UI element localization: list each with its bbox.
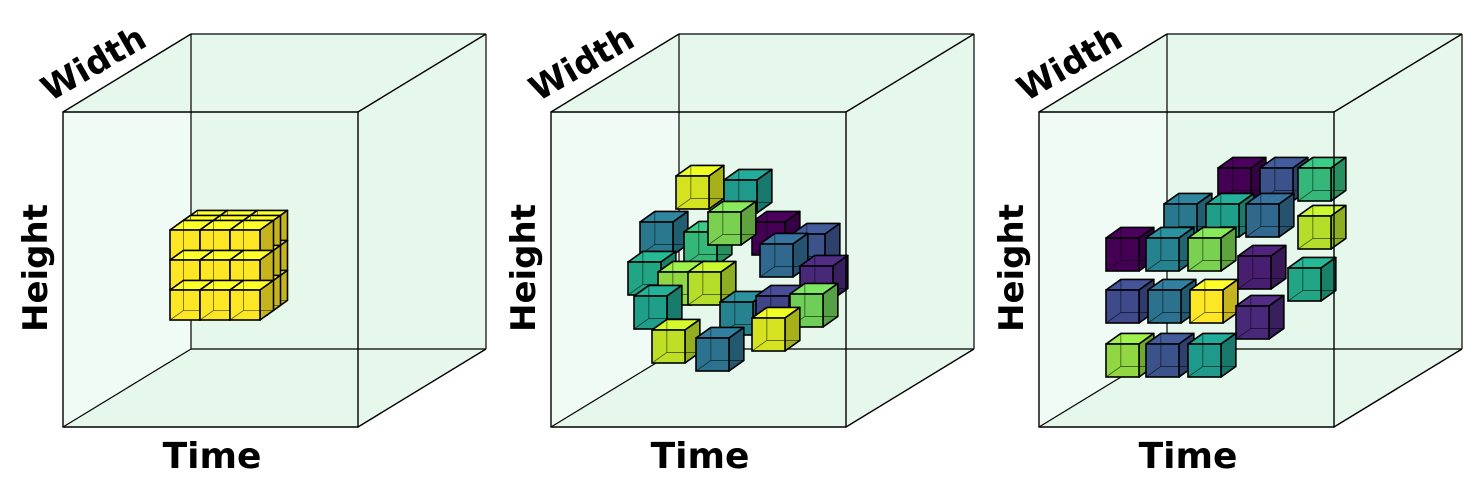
height-label-2: Height — [992, 204, 1032, 332]
panel-compact — [62, 33, 487, 428]
voxel-cube — [639, 210, 689, 256]
voxel-cube — [695, 326, 745, 372]
time-label-1: Time — [651, 436, 750, 477]
voxel-cube — [675, 164, 725, 210]
voxel-cube — [1145, 332, 1195, 378]
time-label-0: Time — [163, 436, 262, 477]
voxel-cube — [707, 200, 757, 246]
voxel-cube — [1105, 226, 1155, 272]
voxel-cube — [1297, 204, 1347, 250]
voxel-cube — [1287, 256, 1337, 302]
voxel-cube — [1235, 294, 1285, 340]
voxel-cube — [1187, 332, 1237, 378]
voxel-cube — [751, 306, 801, 352]
volume-front-edges — [550, 33, 975, 428]
panel-scattered — [550, 33, 975, 428]
volume-front-edges — [1038, 33, 1463, 428]
voxel-cube — [687, 260, 737, 306]
voxel-cube — [1187, 226, 1237, 272]
voxel-cube — [1147, 278, 1197, 324]
height-label-1: Height — [504, 204, 544, 332]
voxel-cube — [1105, 332, 1155, 378]
voxel-cube — [1145, 226, 1195, 272]
voxel-cube — [1237, 244, 1287, 290]
time-label-2: Time — [1139, 436, 1238, 477]
voxel-cube — [1105, 278, 1155, 324]
voxel-cube — [1245, 192, 1295, 238]
voxel-cube — [229, 279, 275, 321]
voxel-cube — [1297, 156, 1347, 202]
panel-dilated — [1038, 33, 1463, 428]
voxel-cube — [759, 232, 809, 278]
volume-front-edges — [62, 33, 487, 428]
height-label-0: Height — [16, 204, 56, 332]
voxel-cube — [651, 318, 701, 364]
voxel-cube — [1189, 278, 1239, 324]
